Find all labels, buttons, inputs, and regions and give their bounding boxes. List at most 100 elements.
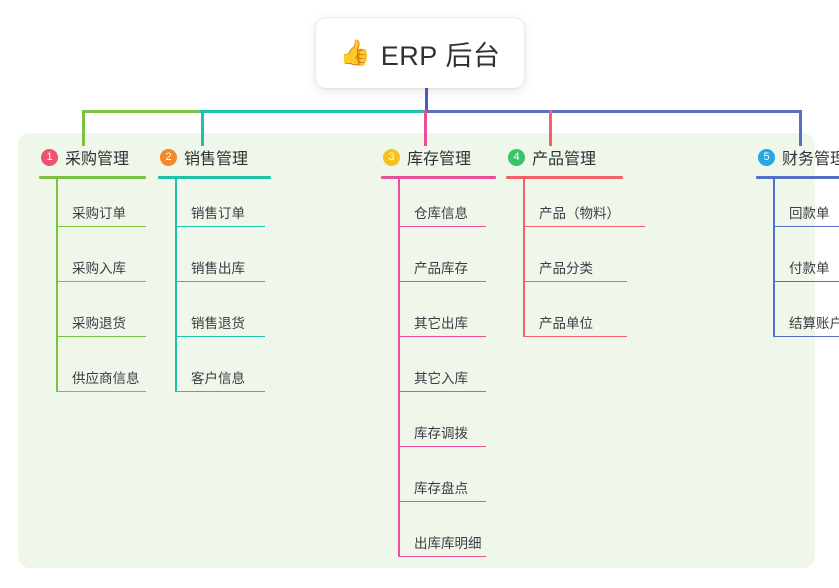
list-item[interactable]: 采购订单: [39, 179, 146, 227]
column-items-2: 销售订单销售出库销售退货客户信息: [158, 179, 271, 392]
branch-drop-5: [799, 110, 802, 146]
column-badge-3: 3: [383, 148, 400, 166]
column-header-5[interactable]: 5 财务管理: [756, 146, 839, 168]
column-rule-2: [158, 176, 271, 179]
list-item-label: 产品分类: [539, 261, 593, 276]
list-item[interactable]: 产品（物料）: [506, 179, 645, 227]
column-header-4[interactable]: 4 产品管理: [506, 146, 623, 168]
branch-drop-1: [82, 110, 85, 146]
column-spine-1: [56, 179, 58, 392]
branch-bar-segment-1: [82, 110, 204, 113]
list-item-label: 销售出库: [191, 261, 245, 276]
list-item[interactable]: 销售退货: [158, 282, 271, 337]
list-item-label: 仓库信息: [414, 206, 468, 221]
list-item-rule: [398, 335, 486, 337]
column-badge-5: 5: [758, 148, 775, 166]
branch-drop-2: [201, 110, 204, 146]
column-spine-3: [398, 179, 400, 557]
column-title-5: 财务管理: [782, 151, 839, 168]
list-item[interactable]: 仓库信息: [381, 179, 496, 227]
list-item-rule: [523, 335, 627, 337]
list-item-label: 回款单: [789, 206, 830, 221]
list-item-label: 库存盘点: [414, 481, 468, 496]
list-item-label: 付款单: [789, 261, 830, 276]
column-spine-2: [175, 179, 177, 392]
column-title-1: 采购管理: [65, 151, 130, 168]
list-item-rule: [523, 280, 627, 282]
list-item-rule: [175, 390, 265, 392]
list-item-rule: [175, 225, 265, 227]
list-item-rule: [175, 280, 265, 282]
column-2: 2 销售管理销售订单销售出库销售退货客户信息: [158, 146, 271, 392]
list-item-rule: [56, 225, 146, 227]
column-items-3: 仓库信息产品库存其它出库其它入库库存调拨库存盘点出库库明细: [381, 179, 496, 557]
column-badge-2: 2: [160, 148, 177, 166]
list-item[interactable]: 采购入库: [39, 227, 146, 282]
diagram-panel: [18, 133, 815, 568]
list-item[interactable]: 库存调拨: [381, 392, 496, 447]
column-items-5: 回款单付款单结算账户: [756, 179, 839, 337]
list-item-rule: [56, 280, 146, 282]
column-rule-3: [381, 176, 496, 179]
list-item[interactable]: 出库库明细: [381, 502, 496, 557]
list-item-rule: [398, 390, 486, 392]
list-item-label: 其它入库: [414, 371, 468, 386]
column-badge-1: 1: [41, 148, 58, 166]
list-item-rule: [398, 225, 486, 227]
list-item-label: 产品（物料）: [539, 206, 620, 221]
column-rule-5: [756, 176, 839, 179]
list-item[interactable]: 其它入库: [381, 337, 496, 392]
column-4: 4 产品管理产品（物料） 产品分类产品单位: [506, 146, 645, 337]
list-item-rule: [773, 225, 839, 227]
column-1: 1 采购管理采购订单采购入库采购退货供应商信息: [39, 146, 146, 392]
list-item[interactable]: 产品单位: [506, 282, 627, 337]
column-rule-1: [39, 176, 146, 179]
list-item-label: 供应商信息: [72, 371, 140, 386]
list-item-label: 其它出库: [414, 316, 468, 331]
list-item-label: 出库库明细: [414, 536, 482, 551]
list-item[interactable]: 产品库存: [381, 227, 496, 282]
column-badge-4: 4: [508, 148, 525, 166]
column-items-1: 采购订单采购入库采购退货供应商信息: [39, 179, 146, 392]
column-items-4: 产品（物料） 产品分类产品单位: [506, 179, 645, 337]
list-item-rule: [398, 280, 486, 282]
branch-drop-3: [424, 110, 427, 146]
branch-bar-segment-2: [200, 110, 426, 113]
list-item-label: 库存调拨: [414, 426, 468, 441]
list-item[interactable]: 销售订单: [158, 179, 271, 227]
list-item[interactable]: 采购退货: [39, 282, 146, 337]
list-item[interactable]: 库存盘点: [381, 447, 496, 502]
diagram-title-card: 👍 ERP 后台: [316, 18, 524, 88]
list-item[interactable]: 客户信息: [158, 337, 271, 392]
list-item-label: 销售退货: [191, 316, 245, 331]
column-spine-5: [773, 179, 775, 337]
column-header-1[interactable]: 1 采购管理: [39, 146, 146, 168]
column-title-2: 销售管理: [184, 151, 249, 168]
list-item[interactable]: 销售出库: [158, 227, 271, 282]
list-item-rule: [523, 225, 645, 227]
list-item[interactable]: 付款单: [756, 227, 839, 282]
list-item-rule: [175, 335, 265, 337]
list-item[interactable]: 结算账户: [756, 282, 839, 337]
branch-bar-segment-3: [424, 110, 802, 113]
list-item[interactable]: 其它出库: [381, 282, 496, 337]
list-item-label: 采购订单: [72, 206, 126, 221]
list-item-rule: [56, 335, 146, 337]
list-item-label: 结算账户: [789, 316, 839, 331]
column-header-2[interactable]: 2 销售管理: [158, 146, 271, 168]
list-item[interactable]: 供应商信息: [39, 337, 146, 392]
list-item-label: 产品库存: [414, 261, 468, 276]
list-item-label: 采购入库: [72, 261, 126, 276]
column-5: 5 财务管理回款单付款单结算账户: [756, 146, 839, 337]
column-rule-4: [506, 176, 623, 179]
list-item-label: 产品单位: [539, 316, 593, 331]
list-item-rule: [56, 390, 146, 392]
list-item[interactable]: 回款单: [756, 179, 839, 227]
list-item-label: 采购退货: [72, 316, 126, 331]
column-title-4: 产品管理: [532, 151, 597, 168]
list-item-rule: [398, 500, 486, 502]
list-item[interactable]: 产品分类: [506, 227, 627, 282]
list-item-rule: [398, 445, 486, 447]
